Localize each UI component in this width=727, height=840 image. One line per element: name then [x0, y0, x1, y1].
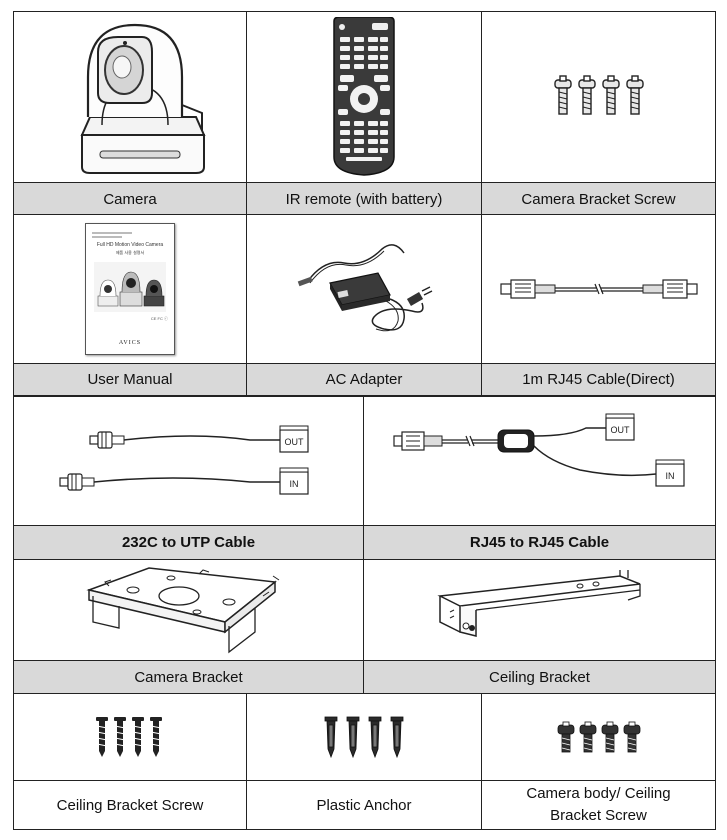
in-label: IN	[289, 479, 298, 489]
out-label: OUT	[284, 437, 304, 447]
manual-brand: AVICS	[118, 340, 142, 346]
row-1: Camera	[13, 11, 716, 215]
cell-camera-bracket: Camera Bracket	[14, 560, 364, 693]
manual-marks: CE FC ⓡ	[150, 316, 168, 321]
item-label: User Manual	[14, 363, 246, 395]
row-3: OUT IN 232C to UTP Cable	[13, 396, 716, 560]
out-label: OUT	[610, 425, 630, 435]
item-label: AC Adapter	[247, 363, 481, 395]
item-label: Ceiling Bracket Screw	[14, 780, 246, 829]
ptz-camera-icon	[14, 12, 246, 182]
cell-camera: Camera	[14, 12, 247, 214]
camera-body-screws-icon	[482, 694, 715, 780]
item-label: Plastic Anchor	[247, 780, 481, 829]
row-2: Full HD Motion Video Camera 제품 사용 설명서 CE…	[13, 214, 716, 396]
cell-user-manual: Full HD Motion Video Camera 제품 사용 설명서 CE…	[14, 215, 247, 395]
item-label: IR remote (with battery)	[247, 182, 481, 214]
ceiling-screws-icon	[14, 694, 246, 780]
232c-utp-cable-icon: OUT IN	[14, 397, 363, 525]
rj45-cable-icon	[482, 215, 715, 363]
item-label: Ceiling Bracket	[364, 660, 715, 693]
item-label: 1m RJ45 Cable(Direct)	[482, 363, 715, 395]
item-label: Camera body/ Ceiling Bracket Screw	[482, 780, 715, 829]
manual-cameras-icon	[94, 262, 166, 312]
cell-rj45-rj45-cable: OUT IN RJ45 to RJ45 Cable	[364, 397, 715, 559]
row-4: Camera Bracket Ceiling Bracket	[13, 559, 716, 694]
cell-rj45-cable: 1m RJ45 Cable(Direct)	[482, 215, 715, 395]
cell-232c-utp-cable: OUT IN 232C to UTP Cable	[14, 397, 364, 559]
cell-ir-remote: IR remote (with battery)	[247, 12, 482, 214]
cell-bracket-screw: Camera Bracket Screw	[482, 12, 715, 214]
cell-ceiling-bracket-screw: Ceiling Bracket Screw	[14, 694, 247, 829]
user-manual-icon: Full HD Motion Video Camera 제품 사용 설명서 CE…	[14, 215, 246, 363]
item-label: Camera	[14, 182, 246, 214]
camera-bracket-icon	[14, 560, 363, 660]
cell-camera-body-screw: Camera body/ Ceiling Bracket Screw	[482, 694, 715, 829]
cell-ceiling-bracket: Ceiling Bracket	[364, 560, 715, 693]
plastic-anchor-icon	[247, 694, 481, 780]
item-label: Camera Bracket Screw	[482, 182, 715, 214]
bracket-screws-icon	[482, 12, 715, 182]
rj45-rj45-cable-icon: OUT IN	[364, 397, 715, 525]
cell-plastic-anchor: Plastic Anchor	[247, 694, 482, 829]
cell-ac-adapter: AC Adapter	[247, 215, 482, 395]
item-label: Camera Bracket	[14, 660, 363, 693]
ir-remote-icon	[247, 12, 481, 182]
ceiling-bracket-icon	[364, 560, 715, 660]
item-label: RJ45 to RJ45 Cable	[364, 525, 715, 559]
manual-subtitle: 제품 사용 설명서	[115, 250, 145, 255]
item-label: 232C to UTP Cable	[14, 525, 363, 559]
row-5: Ceiling Bracket Screw Plastic Anchor	[13, 693, 716, 830]
in-label: IN	[665, 471, 674, 481]
ac-adapter-icon	[247, 215, 481, 363]
manual-title: Full HD Motion Video Camera	[96, 242, 164, 248]
